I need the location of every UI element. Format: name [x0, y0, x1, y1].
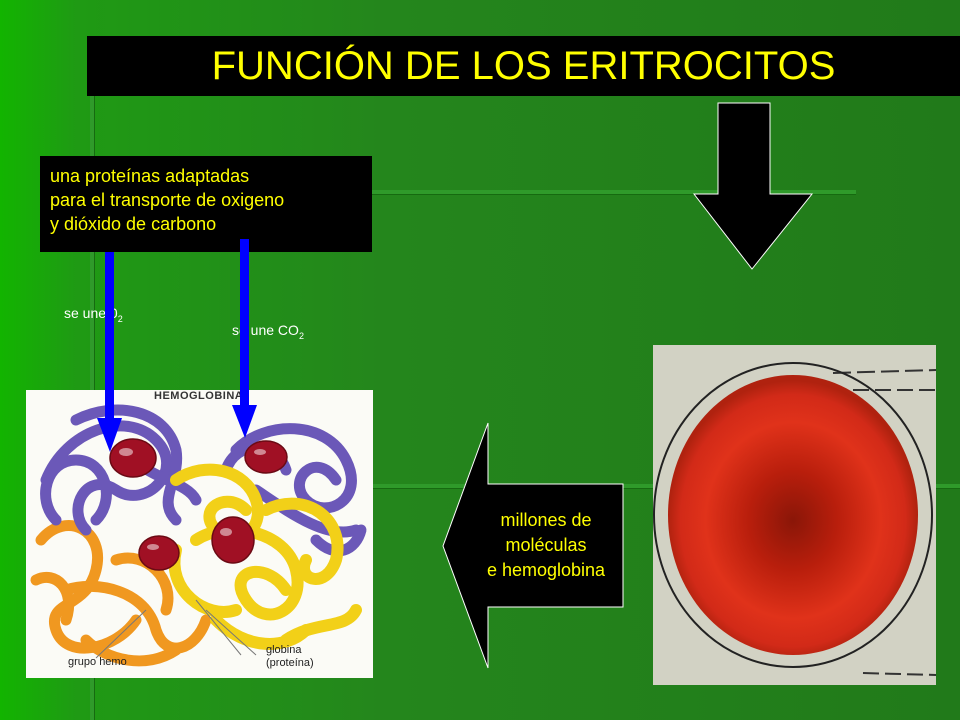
left-arrow-text: millones de moléculas e hemoglobina [466, 508, 626, 583]
protein-line-2: para el transporte de oxigeno [50, 190, 285, 210]
left-arrow-line-3: e hemoglobina [486, 560, 606, 580]
label-grupo-hemo: grupo hemo [68, 656, 127, 668]
title-bar: FUNCIÓN DE LOS ERITROCITOS [87, 36, 960, 96]
slide-title: FUNCIÓN DE LOS ERITROCITOS [211, 44, 836, 88]
protein-description-box: una proteínas adaptadas para el transpor… [40, 156, 372, 252]
hemoglobin-image: HEMOGLOBINA grupo hemo globina (proteína… [26, 390, 373, 678]
down-arrow [692, 102, 814, 270]
label-proteina: (proteína) [266, 657, 314, 669]
hemoglobin-illustration [30, 404, 367, 667]
blue-arrow-co2 [232, 239, 257, 438]
blue-arrow-o2 [97, 252, 122, 452]
erythrocyte-image [653, 345, 936, 685]
erythrocyte-illustration [653, 345, 936, 685]
hemoglobin-image-title: HEMOGLOBINA [154, 390, 244, 402]
label-binds-o2: se une 02 [64, 305, 123, 324]
protein-line-3: y dióxido de carbono [50, 214, 217, 234]
left-arrow-line-1: millones de [500, 510, 592, 530]
label-globina: globina [266, 644, 302, 656]
left-arrow-line-2: moléculas [505, 535, 587, 555]
left-arrow [442, 422, 624, 669]
protein-line-1: una proteínas adaptadas [50, 166, 250, 186]
grid-line [90, 190, 856, 194]
